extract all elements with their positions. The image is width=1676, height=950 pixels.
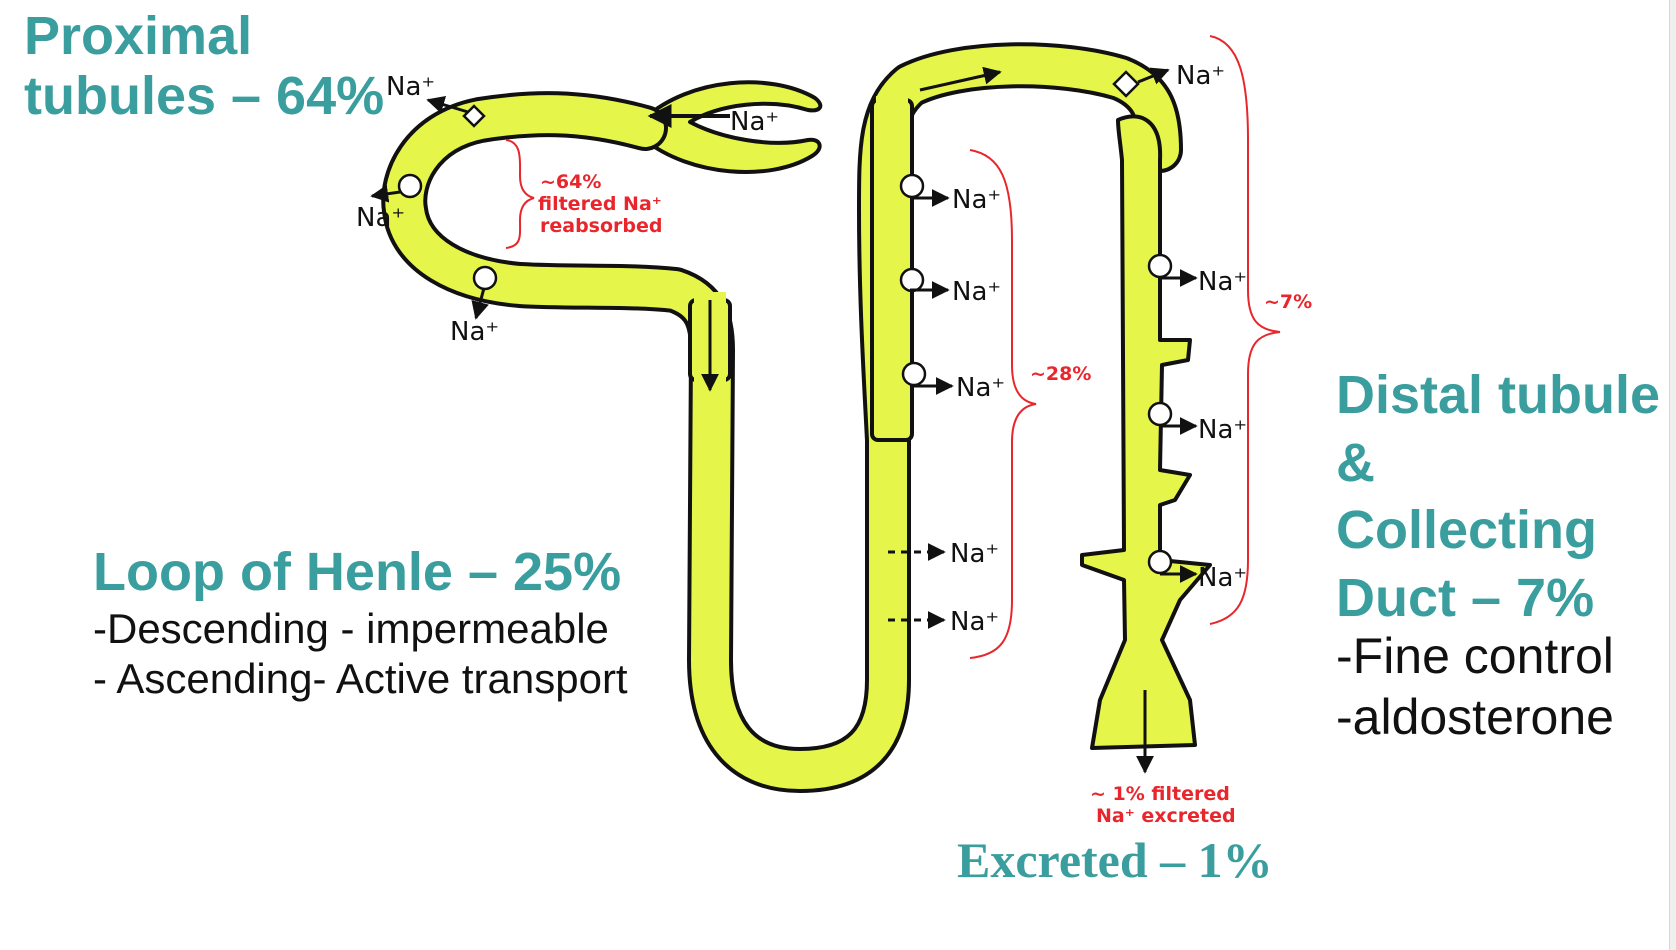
- braces: [505, 35, 1281, 659]
- annotation-ascending: ~28%: [1030, 363, 1091, 385]
- bowmans-capsule: [643, 80, 823, 174]
- brace-distal: [1209, 35, 1281, 625]
- henle-note: -Descending - impermeable: [93, 605, 609, 652]
- heading-line: Duct – 7%: [1336, 567, 1595, 628]
- annotation-excreted-1: ~ 1% filtered: [1090, 783, 1230, 805]
- brace-ascending: [969, 149, 1037, 659]
- distal-note: -Fine control: [1336, 628, 1614, 684]
- heading-loop-of-henle: Loop of Henle – 25%: [93, 542, 622, 602]
- henle-notes: -Descending - impermeable - Ascending- A…: [93, 604, 628, 703]
- na-label: Na⁺: [952, 277, 1001, 307]
- na-label: Na⁺: [450, 317, 499, 347]
- brace-proximal: [505, 139, 535, 249]
- distal-note: -aldosterone: [1336, 689, 1614, 745]
- heading-line: Proximal: [24, 6, 253, 66]
- na-label: Na⁺: [956, 373, 1005, 403]
- na-label: Na⁺: [1198, 415, 1247, 445]
- collecting-duct: [1080, 114, 1212, 750]
- annotation-proximal-3: reabsorbed: [540, 215, 663, 237]
- annotations: ~64% filtered Na⁺ reabsorbed ~28% ~7% ~ …: [538, 171, 1312, 827]
- heading-line: Collecting: [1336, 500, 1598, 560]
- na-arrows: [370, 67, 1198, 629]
- na-label: Na⁺: [952, 185, 1001, 215]
- distal-notes: -Fine control -aldosterone: [1336, 626, 1614, 748]
- na-label: Na⁺: [386, 72, 435, 102]
- annotation-proximal-2: filtered Na⁺: [538, 193, 662, 215]
- na-label: Na⁺: [950, 607, 999, 637]
- heading-proximal-tubules: Proximal tubules – 64%: [24, 6, 384, 127]
- slide-edge: [1669, 0, 1676, 950]
- heading-line: tubules – 64%: [24, 66, 385, 127]
- annotation-distal: ~7%: [1264, 291, 1312, 313]
- na-label: Na⁺: [1198, 267, 1247, 297]
- annotation-excreted-2: Na⁺ excreted: [1096, 805, 1236, 827]
- annotation-proximal-1: ~64%: [540, 171, 601, 193]
- heading-line: Distal tubule: [1336, 365, 1661, 425]
- na-label: Na⁺: [950, 539, 999, 569]
- na-labels: Na⁺ Na⁺ Na⁺ Na⁺ Na⁺ Na⁺ Na⁺ Na⁺ Na⁺ Na⁺ …: [356, 61, 1247, 637]
- heading-distal-collecting: Distal tubule & Collecting Duct – 7%: [1336, 362, 1660, 632]
- na-label: Na⁺: [730, 107, 779, 137]
- henle-note: - Ascending- Active transport: [93, 654, 628, 702]
- na-label: Na⁺: [1198, 563, 1247, 593]
- na-label: Na⁺: [1176, 61, 1225, 91]
- heading-line: &: [1336, 432, 1375, 493]
- na-label: Na⁺: [356, 203, 405, 233]
- heading-excreted: Excreted – 1%: [957, 832, 1273, 888]
